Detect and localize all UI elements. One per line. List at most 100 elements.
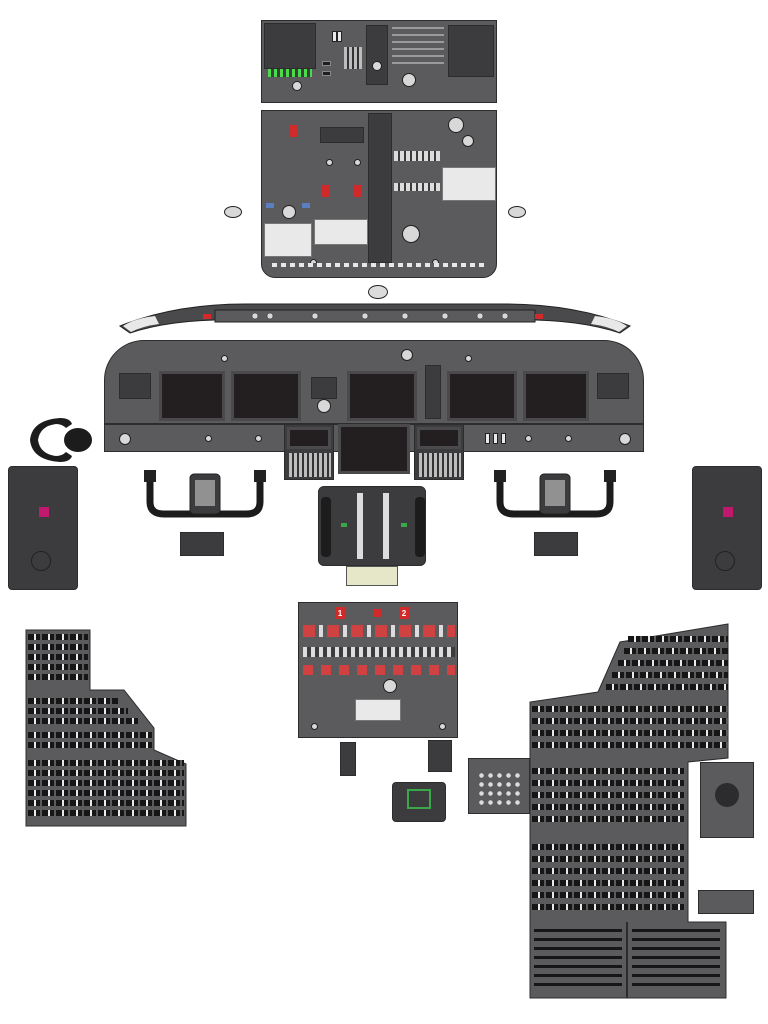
overhead-knob-b[interactable] — [354, 159, 361, 166]
fire-handle-1[interactable] — [322, 185, 330, 197]
lower-switch-2[interactable] — [493, 433, 498, 444]
center-knob-1[interactable] — [401, 349, 413, 361]
rudder-adjust-left[interactable] — [180, 532, 224, 556]
trim-wheel-right[interactable] — [415, 497, 425, 557]
cb-row — [612, 672, 728, 678]
overhead-aft-knob-1[interactable] — [292, 81, 302, 91]
fo-side-knob[interactable] — [715, 551, 735, 571]
cb-grid-lower-left — [534, 926, 622, 992]
tiller-icon[interactable] — [26, 414, 96, 466]
apu-fire-switch[interactable] — [373, 609, 381, 617]
aft-lamp-2 — [322, 71, 331, 76]
captain-side-knob[interactable] — [31, 551, 51, 571]
upper-eicas — [347, 371, 417, 421]
lower-knob-c[interactable] — [525, 435, 532, 442]
cb-row — [532, 742, 728, 748]
thrust-lever-2[interactable] — [383, 493, 389, 559]
cb-row — [28, 810, 184, 816]
lower-eicas — [338, 424, 410, 474]
cb-row — [28, 634, 88, 640]
clock-keypad[interactable] — [344, 47, 362, 69]
fuel-lights-row — [268, 69, 312, 77]
air-conditioning-panel-center — [314, 219, 368, 245]
radio-panel-row-3 — [303, 665, 455, 675]
trim-wheel-left[interactable] — [321, 497, 331, 557]
stab-trim-cutout-guard[interactable] — [407, 789, 431, 809]
left-overhead-side-knob[interactable] — [224, 206, 242, 218]
aft-small-panel — [340, 742, 356, 776]
placard-panel — [700, 762, 754, 838]
cb-right-rows — [528, 622, 732, 1000]
throttle-quadrant[interactable] — [318, 486, 426, 566]
cb-row — [628, 636, 728, 642]
cb-row — [28, 644, 88, 650]
thrust-lever-1[interactable] — [357, 493, 363, 559]
lower-switch-3[interactable] — [501, 433, 506, 444]
fo-cdu-screen — [417, 427, 461, 449]
control-yoke-fo[interactable] — [490, 462, 620, 522]
engine-1-fire-switch[interactable]: 1 — [335, 607, 345, 619]
pressurization-panel — [442, 167, 496, 201]
cb-row — [532, 868, 684, 874]
cb-row — [532, 730, 728, 736]
air-conditioning-panel-left — [264, 223, 312, 257]
aft-center-block — [366, 25, 388, 85]
audio-control-panel[interactable] — [468, 758, 530, 814]
standby-instrument-left — [119, 373, 151, 399]
aft-switch-1[interactable] — [332, 31, 337, 42]
aft-center-knob[interactable] — [372, 61, 382, 71]
overhead-knob-a[interactable] — [326, 159, 333, 166]
cb-row — [532, 768, 684, 774]
fo-cdu-keys[interactable] — [419, 453, 461, 477]
cb-grid-lower-right — [632, 926, 720, 992]
transponder-panel[interactable] — [355, 699, 401, 721]
rudder-adjust-right[interactable] — [534, 532, 578, 556]
aft-electronic-panel: 1 2 — [298, 602, 458, 738]
lower-knob-b[interactable] — [255, 435, 262, 442]
standby-gauge — [317, 399, 331, 413]
radio-panel-row-2 — [303, 647, 455, 657]
overhead-forward-panel — [261, 110, 497, 278]
captain-nd — [231, 371, 301, 421]
cb-row — [606, 684, 728, 690]
cb-row — [618, 660, 728, 666]
cb-row — [532, 856, 684, 862]
fo-cdu[interactable] — [414, 424, 464, 480]
right-overhead-side-knob[interactable] — [508, 206, 526, 218]
overhead-aft-compass-knob[interactable] — [402, 73, 416, 87]
overhead-gauge-2 — [402, 225, 420, 243]
overhead-forward-display — [320, 127, 364, 143]
captain-side-console — [8, 466, 78, 590]
captain-cdu[interactable] — [284, 424, 334, 480]
main-instrument-panel — [104, 340, 644, 424]
stab-trim-cutout-panel[interactable] — [392, 782, 446, 822]
cb-row — [28, 664, 88, 670]
cb-row — [532, 706, 728, 712]
fire-handle-2[interactable] — [354, 185, 362, 197]
cb-row — [28, 718, 138, 724]
lower-right-knob[interactable] — [619, 433, 631, 445]
center-knob-2[interactable] — [221, 355, 228, 362]
audio-knob-grid[interactable] — [477, 771, 523, 805]
aft-knob-2[interactable] — [439, 723, 446, 730]
seat-control-left[interactable] — [39, 507, 49, 517]
parking-brake[interactable] — [346, 566, 398, 586]
center-knob-3[interactable] — [465, 355, 472, 362]
aft-knob-1[interactable] — [311, 723, 318, 730]
data-plate — [698, 890, 754, 914]
cb-row — [532, 892, 684, 898]
weather-radar-knob[interactable] — [383, 679, 397, 693]
aft-switch-2[interactable] — [337, 31, 342, 42]
captain-cdu-keys[interactable] — [289, 453, 331, 477]
seat-control-right[interactable] — [723, 507, 733, 517]
lower-switch-1[interactable] — [485, 433, 490, 444]
cb-row — [532, 880, 684, 886]
aft-side-panel — [428, 740, 452, 772]
engine-2-fire-switch[interactable]: 2 — [399, 607, 409, 619]
lower-left-knob[interactable] — [119, 433, 131, 445]
lower-knob-a[interactable] — [205, 435, 212, 442]
cb-row — [28, 790, 184, 796]
lower-knob-d[interactable] — [565, 435, 572, 442]
gear-lever-panel[interactable] — [425, 365, 441, 419]
control-yoke-icon[interactable] — [140, 462, 270, 522]
